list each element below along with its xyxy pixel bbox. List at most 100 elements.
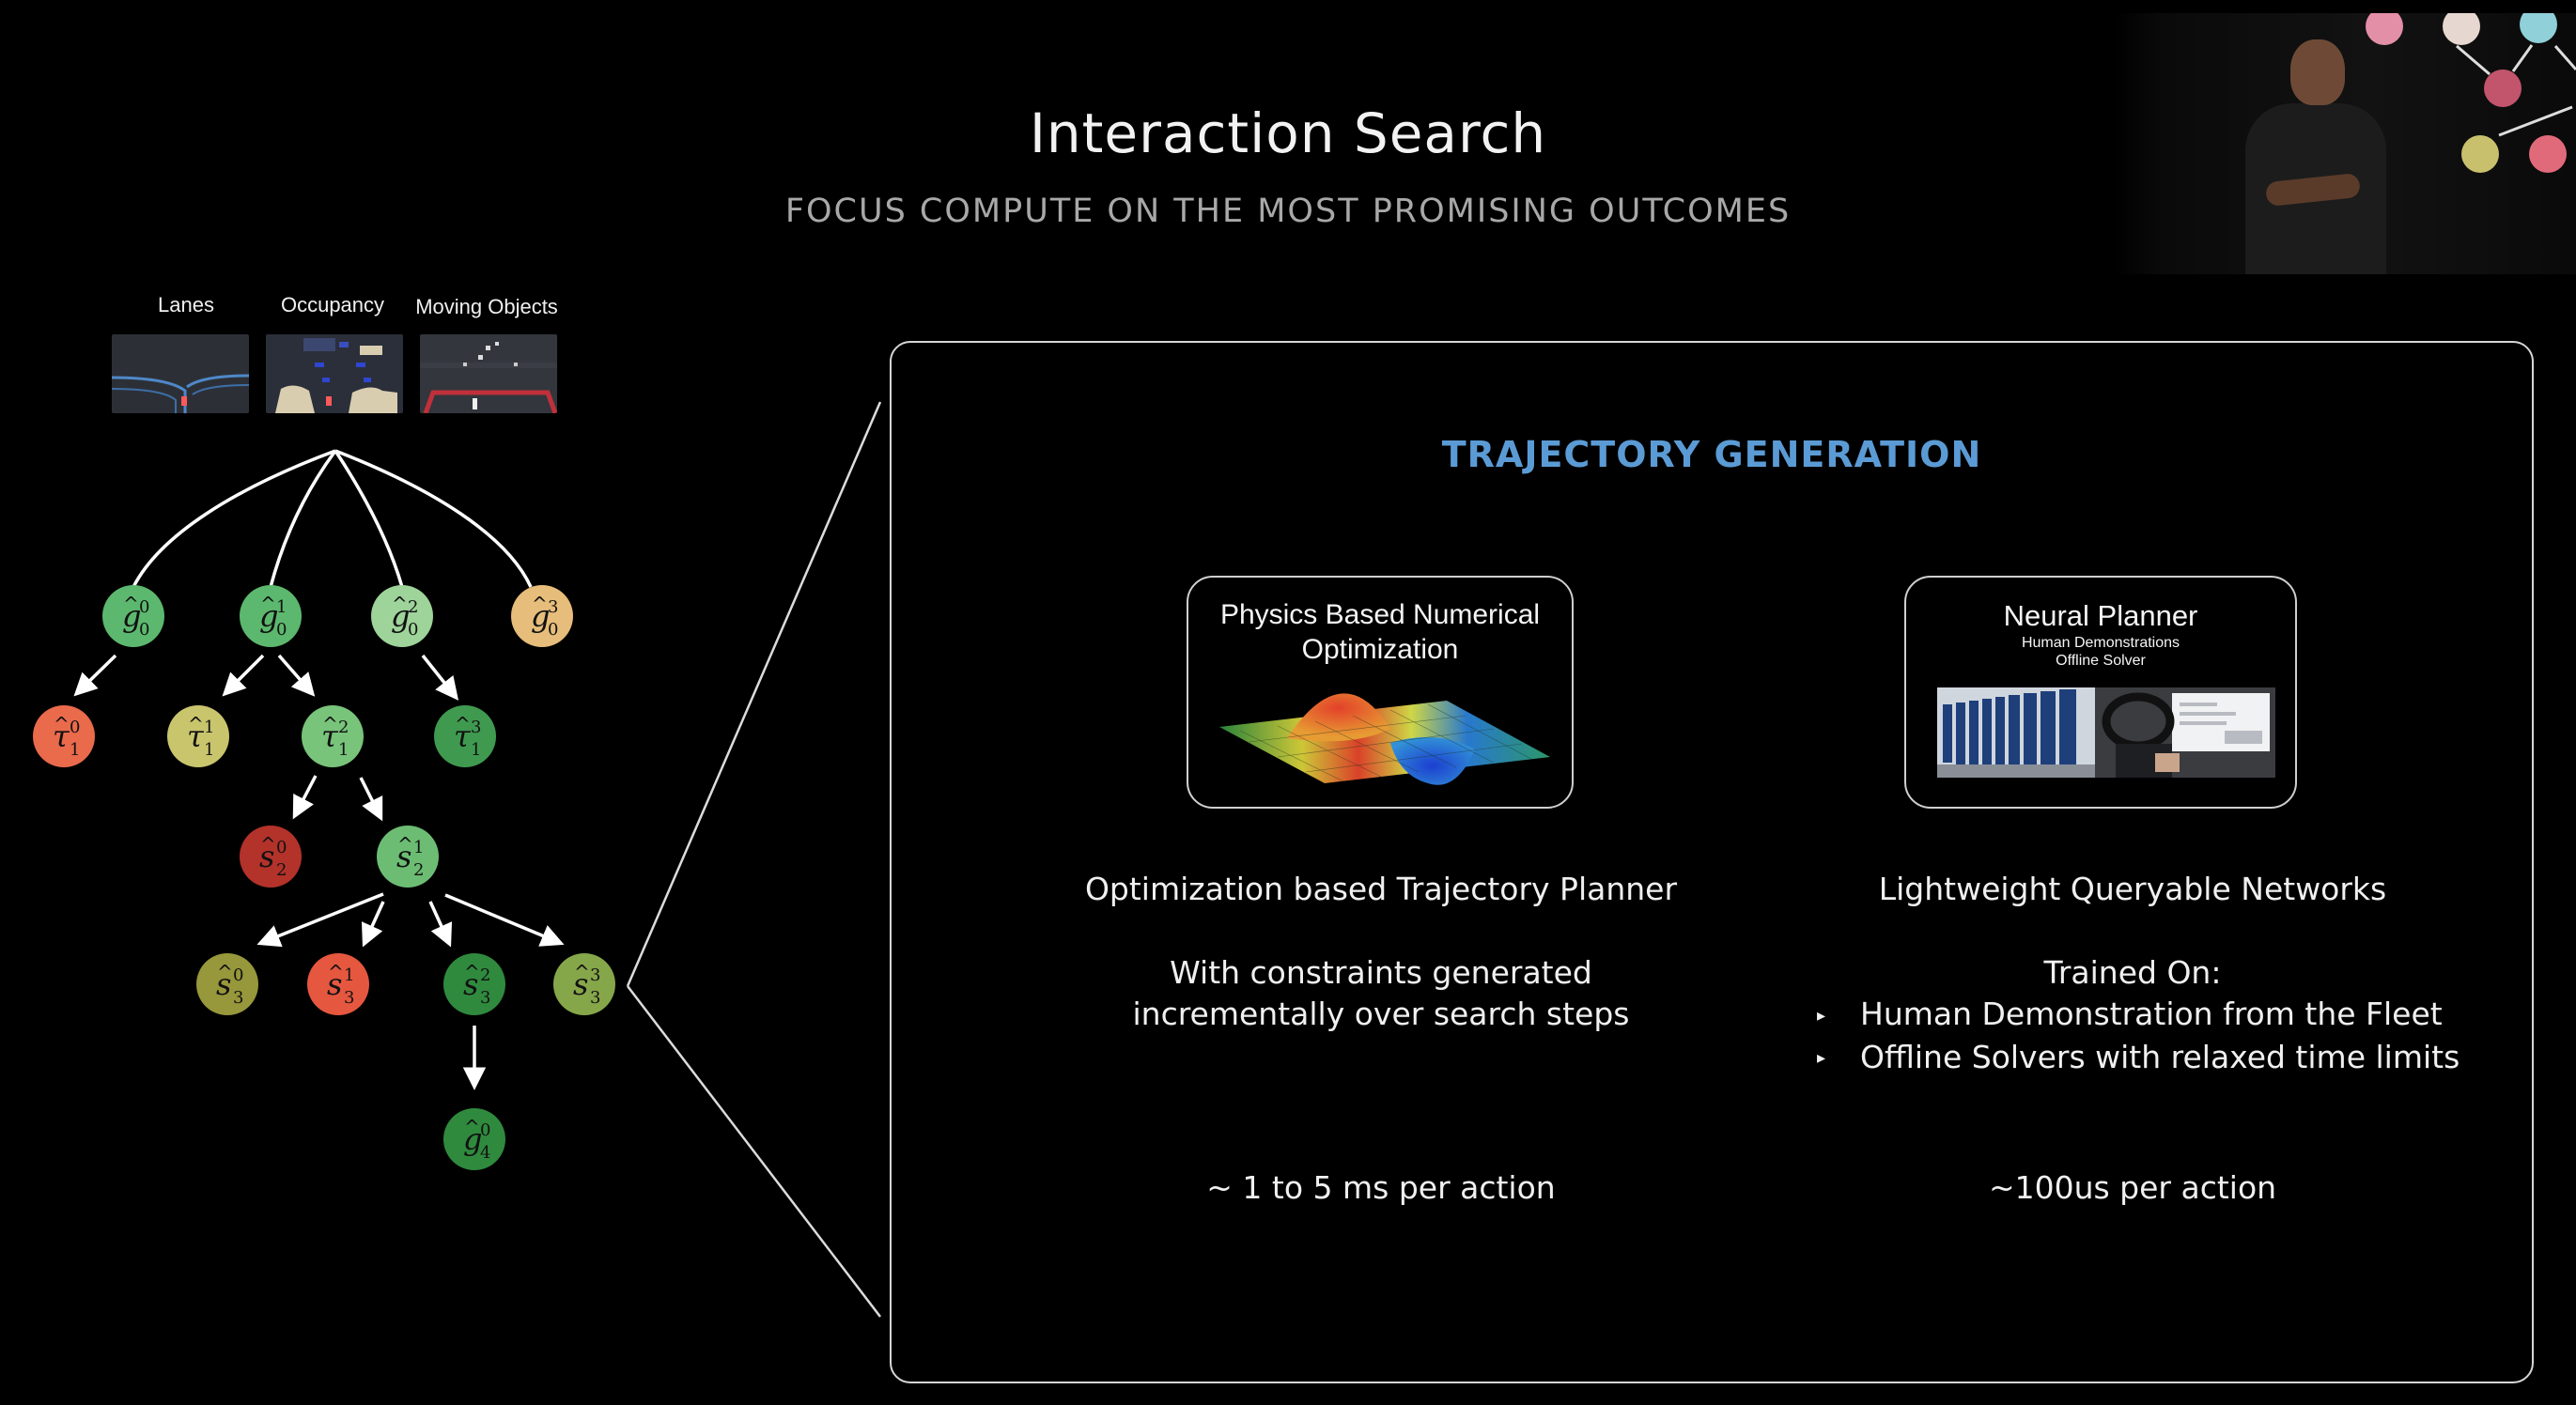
page-subtitle: FOCUS COMPUTE ON THE MOST PROMISING OUTC… xyxy=(784,193,1792,230)
tree-node-label: g xyxy=(391,598,410,634)
tree-node-superscript: 0 xyxy=(480,1120,490,1140)
optimization-constraints-line1: With constraints generated xyxy=(1170,954,1592,991)
occupancy-thumbnail xyxy=(266,334,403,413)
tree-node-hat: ^ xyxy=(392,593,408,615)
tree-node-hat: ^ xyxy=(464,1116,480,1138)
tree-node-superscript: 1 xyxy=(413,838,424,857)
list-item: ▸ Human Demonstration from the Fleet xyxy=(1817,994,2460,1037)
tree-node-circle xyxy=(307,953,369,1015)
tree-node-circle xyxy=(434,705,496,767)
tree-node-s33: s^33 xyxy=(553,953,615,1015)
tree-node-circle xyxy=(240,826,302,888)
tree-node-hat: ^ xyxy=(54,713,70,735)
trained-on-list: ▸ Human Demonstration from the Fleet ▸ Off… xyxy=(1817,994,2460,1079)
root-branches xyxy=(132,449,533,588)
tree-node-subscript: 3 xyxy=(590,988,600,1008)
tree-node-circle xyxy=(167,705,229,767)
tree-node-t11: τ^1 1 xyxy=(167,705,229,767)
tree-node-superscript: 2 xyxy=(338,718,349,737)
tree-node-g40: g^04 xyxy=(443,1108,505,1170)
tree-node-subscript: 3 xyxy=(344,988,354,1008)
tree-node-label: τ xyxy=(187,718,205,754)
neural-planner-images xyxy=(1937,687,2275,778)
bullet-arrow-icon: ▸ xyxy=(1817,1048,1826,1068)
neural-box-title: Neural Planner xyxy=(2003,599,2198,632)
lanes-thumbnail xyxy=(112,334,249,413)
occupancy-label: Occupancy xyxy=(280,293,385,317)
zoom-wedge xyxy=(626,401,882,1318)
tree-node-circle xyxy=(196,953,258,1015)
tree-node-circle xyxy=(377,826,439,888)
tree-node-subscript: 3 xyxy=(233,988,243,1008)
optimization-constraints-line2: incrementally over search steps xyxy=(1132,996,1630,1032)
tree-node-hat: ^ xyxy=(217,961,233,983)
tree-node-superscript: 1 xyxy=(204,718,214,737)
tree-node-hat: ^ xyxy=(574,961,590,983)
physics-box-title-line2: Optimization xyxy=(1301,634,1459,665)
tree-node-subscript: 2 xyxy=(276,860,287,880)
tree-node-hat: ^ xyxy=(532,593,548,615)
optimization-timing: ~ 1 to 5 ms per action xyxy=(1206,1169,1556,1206)
tree-node-label: s xyxy=(463,966,478,1002)
tree-node-hat: ^ xyxy=(188,713,204,735)
tree-node-label: g xyxy=(531,598,550,634)
optimization-constraints-text: With constraints generated incrementally… xyxy=(1033,952,1729,1035)
page-title: Interaction Search xyxy=(1029,101,1547,165)
tree-node-s21: s^12 xyxy=(377,826,439,888)
list-item: ▸ Offline Solvers with relaxed time limit… xyxy=(1817,1037,2460,1080)
tree-node-circle xyxy=(443,953,505,1015)
optimization-planner-title: Optimization based Trajectory Planner xyxy=(1084,871,1678,907)
moving-objects-thumbnail xyxy=(420,334,557,413)
tree-node-t13: τ^31 xyxy=(434,705,496,767)
tree-node-g00: g^00 xyxy=(102,585,164,647)
speaker-head xyxy=(2290,39,2345,105)
tree-node-superscript: 0 xyxy=(276,838,287,857)
neural-box-subtitle-line2: Offline Solver xyxy=(2056,653,2146,669)
tree-node-s30: s^03 xyxy=(196,953,258,1015)
surface-plot-image xyxy=(1219,693,1550,785)
physics-optimization-box xyxy=(1187,576,1574,809)
physics-box-title: Physics Based Numerical Optimization xyxy=(1187,597,1574,667)
tree-node-g02: g^2 0 xyxy=(371,585,433,647)
tree-node-subscript: 1 xyxy=(204,740,214,760)
bullet-arrow-icon: ▸ xyxy=(1817,1005,1826,1026)
bullet-text: Offline Solvers with relaxed time limits xyxy=(1860,1038,2460,1075)
tree-node-superscript: 0 xyxy=(139,597,149,617)
tree-node-hat: ^ xyxy=(464,961,480,983)
tree-node-label: s xyxy=(259,839,274,874)
tree-node-superscript: 0 xyxy=(70,718,80,737)
trajectory-generation-panel xyxy=(890,341,2534,1383)
tree-node-label: g xyxy=(259,598,278,634)
tree-node-superscript: 1 xyxy=(344,965,354,985)
tree-node-superscript: 3 xyxy=(590,965,600,985)
tree-node-g03: g^3 0 xyxy=(511,585,573,647)
bullet-text: Human Demonstration from the Fleet xyxy=(1860,996,2443,1032)
tree-node-subscript: 0 xyxy=(276,620,287,640)
tree-node-hat: ^ xyxy=(260,593,276,615)
tree-node-circle xyxy=(443,1108,505,1170)
tree-node-circle xyxy=(33,705,95,767)
tree-node-hat: ^ xyxy=(397,833,413,856)
tree-node-superscript: 0 xyxy=(233,965,243,985)
tree-node-subscript: 0 xyxy=(408,620,418,640)
tree-node-label: τ xyxy=(454,718,472,754)
tree-node-t12: τ^21 xyxy=(302,705,364,767)
tree-node-circle xyxy=(102,585,164,647)
moving-objects-label: Moving Objects xyxy=(415,295,558,318)
tree-node-superscript: 2 xyxy=(408,597,418,617)
tree-node-hat: ^ xyxy=(123,593,139,615)
tree-node-circle xyxy=(302,705,364,767)
tree-node-subscript: 1 xyxy=(471,740,481,760)
tree-node-subscript: 0 xyxy=(548,620,558,640)
tree-node-label: τ xyxy=(321,718,339,754)
tree-node-s32: s^23 xyxy=(443,953,505,1015)
tree-node-label: g xyxy=(122,598,141,634)
tree-node-superscript: 2 xyxy=(480,965,490,985)
neural-box-subtitle: Human Demonstrations Offline Solver xyxy=(1904,634,2297,670)
panel-title: TRAJECTORY GENERATION xyxy=(1441,434,1982,475)
tree-node-superscript: 3 xyxy=(548,597,558,617)
speaker-video-inset xyxy=(2114,13,2576,274)
neural-box-subtitle-line1: Human Demonstrations xyxy=(2021,635,2180,651)
tree-node-s31: s^13 xyxy=(307,953,369,1015)
